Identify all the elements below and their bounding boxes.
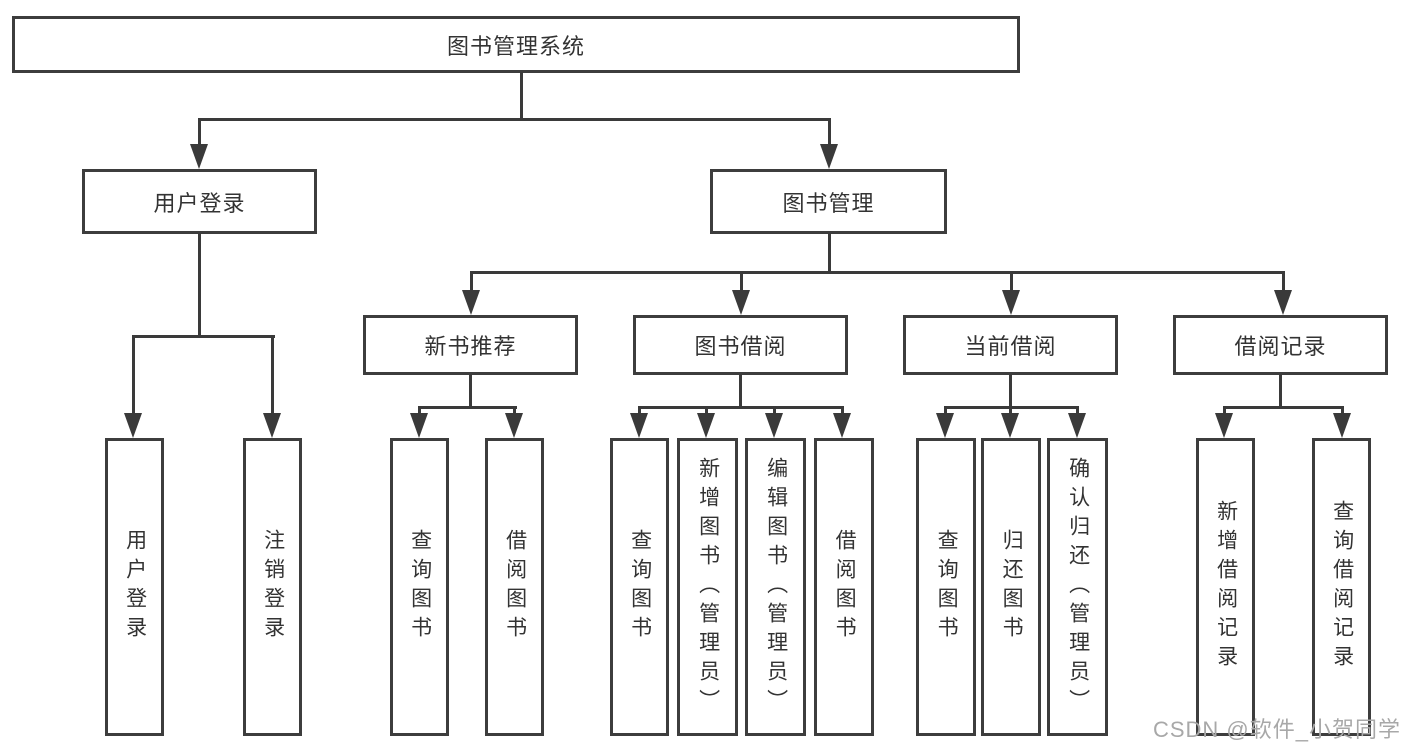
node-book-management: 图书管理 [710, 169, 947, 234]
leaf-label: 查询图书 [628, 529, 652, 645]
arrow-down-icon [630, 413, 648, 438]
node-book-borrow: 图书借阅 [633, 315, 848, 375]
connector-line [198, 118, 831, 121]
arrow-down-icon [833, 413, 851, 438]
connector-line [132, 335, 135, 415]
leaf-edit-book-admin: 编辑图书（管理员） [745, 438, 806, 736]
connector-line [1010, 271, 1013, 293]
connector-line [1009, 374, 1012, 409]
arrow-down-icon [765, 413, 783, 438]
arrow-down-icon [1002, 290, 1020, 315]
connector-line [1223, 406, 1344, 409]
arrow-down-icon [505, 413, 523, 438]
arrow-down-icon [936, 413, 954, 438]
leaf-label: 新增借阅记录 [1214, 500, 1238, 674]
connector-line [1341, 406, 1344, 417]
arrow-down-icon [263, 413, 281, 438]
connector-line [1076, 406, 1079, 417]
connector-line [740, 271, 743, 293]
arrow-down-icon [462, 290, 480, 315]
leaf-borrow-book: 借阅图书 [814, 438, 874, 736]
arrow-down-icon [1068, 413, 1086, 438]
connector-line [520, 72, 523, 119]
leaf-label: 编辑图书（管理员） [764, 456, 788, 718]
arrow-down-icon [1333, 413, 1351, 438]
connector-line [739, 374, 742, 409]
connector-line [513, 406, 516, 417]
leaf-query-borrow-record: 查询借阅记录 [1312, 438, 1371, 736]
leaf-label: 归还图书 [1000, 529, 1024, 645]
arrow-down-icon [1001, 413, 1019, 438]
leaf-user-login: 用户登录 [105, 438, 164, 736]
leaf-label: 查询图书 [935, 529, 959, 645]
connector-line [198, 118, 201, 147]
connector-line [418, 406, 517, 409]
leaf-label: 用户登录 [123, 529, 147, 645]
connector-line [944, 406, 947, 417]
leaf-label: 新增图书（管理员） [696, 456, 720, 718]
connector-line [773, 406, 776, 417]
leaf-logout: 注销登录 [243, 438, 302, 736]
connector-line [828, 233, 831, 274]
connector-line [418, 406, 421, 417]
arrow-down-icon [697, 413, 715, 438]
node-current-borrow: 当前借阅 [903, 315, 1118, 375]
connector-line [271, 335, 274, 415]
connector-line [470, 271, 473, 293]
leaf-confirm-return-admin: 确认归还（管理员） [1047, 438, 1108, 736]
leaf-label: 借阅图书 [833, 529, 857, 645]
arrow-down-icon [410, 413, 428, 438]
arrow-down-icon [1215, 413, 1233, 438]
leaf-add-borrow-record: 新增借阅记录 [1196, 438, 1255, 736]
arrow-down-icon [190, 144, 208, 169]
node-borrow-records: 借阅记录 [1173, 315, 1388, 375]
arrow-down-icon [732, 290, 750, 315]
connector-line [638, 406, 844, 409]
connector-line [1279, 374, 1282, 409]
leaf-recommend-query-book: 查询图书 [390, 438, 449, 736]
leaf-borrow-query-book: 查询图书 [610, 438, 669, 736]
node-root: 图书管理系统 [12, 16, 1020, 73]
arrow-down-icon [820, 144, 838, 169]
connector-line [705, 406, 708, 417]
connector-line [1282, 271, 1285, 293]
leaf-label: 查询借阅记录 [1330, 500, 1354, 674]
leaf-label: 确认归还（管理员） [1066, 456, 1090, 718]
node-new-book-recommend: 新书推荐 [363, 315, 578, 375]
leaf-label: 借阅图书 [503, 529, 527, 645]
leaf-label: 注销登录 [261, 529, 285, 645]
arrow-down-icon [124, 413, 142, 438]
leaf-return-book: 归还图书 [981, 438, 1041, 736]
connector-line [1009, 406, 1012, 417]
connector-line [841, 406, 844, 417]
connector-line [198, 233, 201, 337]
leaf-current-query-book: 查询图书 [916, 438, 976, 736]
csdn-watermark: CSDN @软件_小贺同学 [1152, 717, 1401, 742]
connector-line [1223, 406, 1226, 417]
leaf-add-book-admin: 新增图书（管理员） [677, 438, 738, 736]
connector-line [638, 406, 641, 417]
connector-line [469, 374, 472, 409]
leaf-recommend-borrow-book: 借阅图书 [485, 438, 544, 736]
leaf-label: 查询图书 [408, 529, 432, 645]
connector-line [470, 271, 1285, 274]
connector-line [132, 335, 275, 338]
connector-line [828, 118, 831, 147]
arrow-down-icon [1274, 290, 1292, 315]
node-user-login: 用户登录 [82, 169, 317, 234]
